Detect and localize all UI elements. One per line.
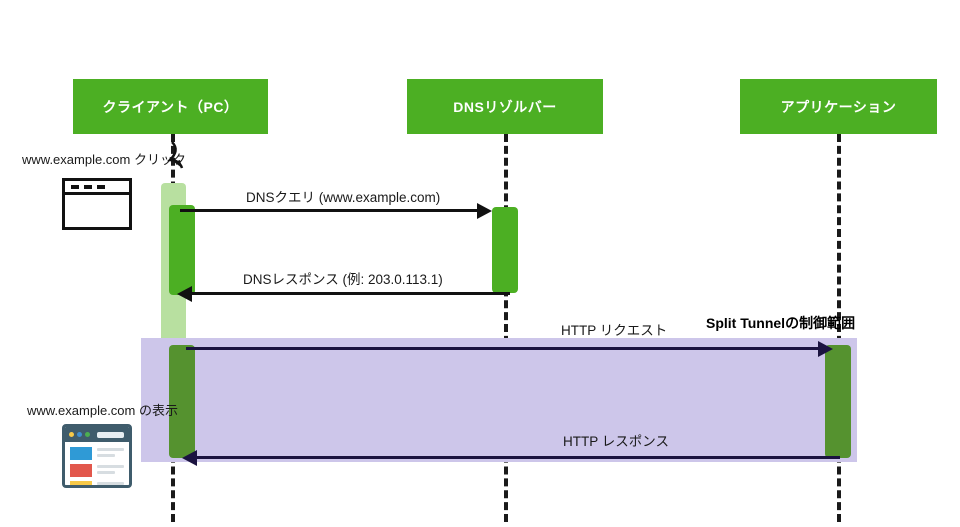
arrow-head-http-request — [818, 341, 833, 357]
message-arrow-http-request — [186, 347, 821, 350]
participant-application-label: アプリケーション — [780, 98, 897, 115]
message-label-http-request: HTTP リクエスト — [561, 323, 668, 338]
browser-page-urlbar — [97, 431, 124, 438]
browser-window-control-3 — [97, 184, 105, 189]
browser-page-content — [65, 442, 129, 485]
split-tunnel-scope-band — [141, 338, 857, 462]
browser-page-lines-3 — [97, 481, 124, 485]
lifeline-dns-resolver — [504, 134, 508, 522]
activation-client-dns — [169, 205, 195, 295]
click-annotation-label: www.example.com クリック — [22, 152, 186, 167]
browser-page-row-2 — [70, 464, 124, 477]
lifeline-application — [837, 134, 841, 522]
message-arrow-dns-response — [190, 292, 510, 295]
participant-application: アプリケーション — [740, 79, 937, 134]
browser-page-lines-2 — [97, 464, 124, 477]
participant-dns-resolver: DNSリゾルバー — [407, 79, 603, 134]
browser-page-lines-1 — [97, 447, 124, 460]
render-annotation-label: www.example.com の表示 — [27, 403, 178, 418]
activation-client-http — [169, 345, 195, 458]
browser-page-titlebar — [65, 427, 129, 442]
browser-window-icon — [62, 178, 132, 230]
participant-client: クライアント（PC） — [73, 79, 268, 134]
browser-page-tile-yellow — [70, 481, 92, 485]
message-arrow-dns-query — [180, 209, 480, 212]
browser-window-control-1 — [71, 184, 79, 189]
activation-dns-resolver — [492, 207, 518, 293]
browser-page-row-3 — [70, 481, 124, 485]
browser-page-dot-yellow — [69, 432, 74, 437]
browser-page-tile-red — [70, 464, 92, 477]
click-pointer-icon — [166, 141, 184, 169]
browser-page-tile-blue — [70, 447, 92, 460]
participant-dns-resolver-label: DNSリゾルバー — [453, 98, 557, 115]
browser-page-dot-green — [85, 432, 90, 437]
message-label-dns-response: DNSレスポンス (例: 203.0.113.1) — [243, 272, 443, 287]
arrow-head-dns-response — [177, 286, 192, 302]
browser-page-dot-blue — [77, 432, 82, 437]
arrow-head-dns-query — [477, 203, 492, 219]
browser-page-row-1 — [70, 447, 124, 460]
message-label-http-response: HTTP レスポンス — [563, 434, 669, 449]
split-tunnel-scope-label: Split Tunnelの制御範囲 — [706, 315, 856, 331]
activation-application — [825, 345, 851, 458]
browser-window-control-2 — [84, 184, 92, 189]
message-arrow-http-response — [195, 456, 840, 459]
message-label-dns-query: DNSクエリ (www.example.com) — [246, 190, 441, 205]
participant-client-label: クライアント（PC） — [102, 98, 239, 115]
browser-window-titlebar — [65, 181, 129, 195]
arrow-head-http-response — [182, 450, 197, 466]
browser-page-icon — [62, 424, 132, 488]
